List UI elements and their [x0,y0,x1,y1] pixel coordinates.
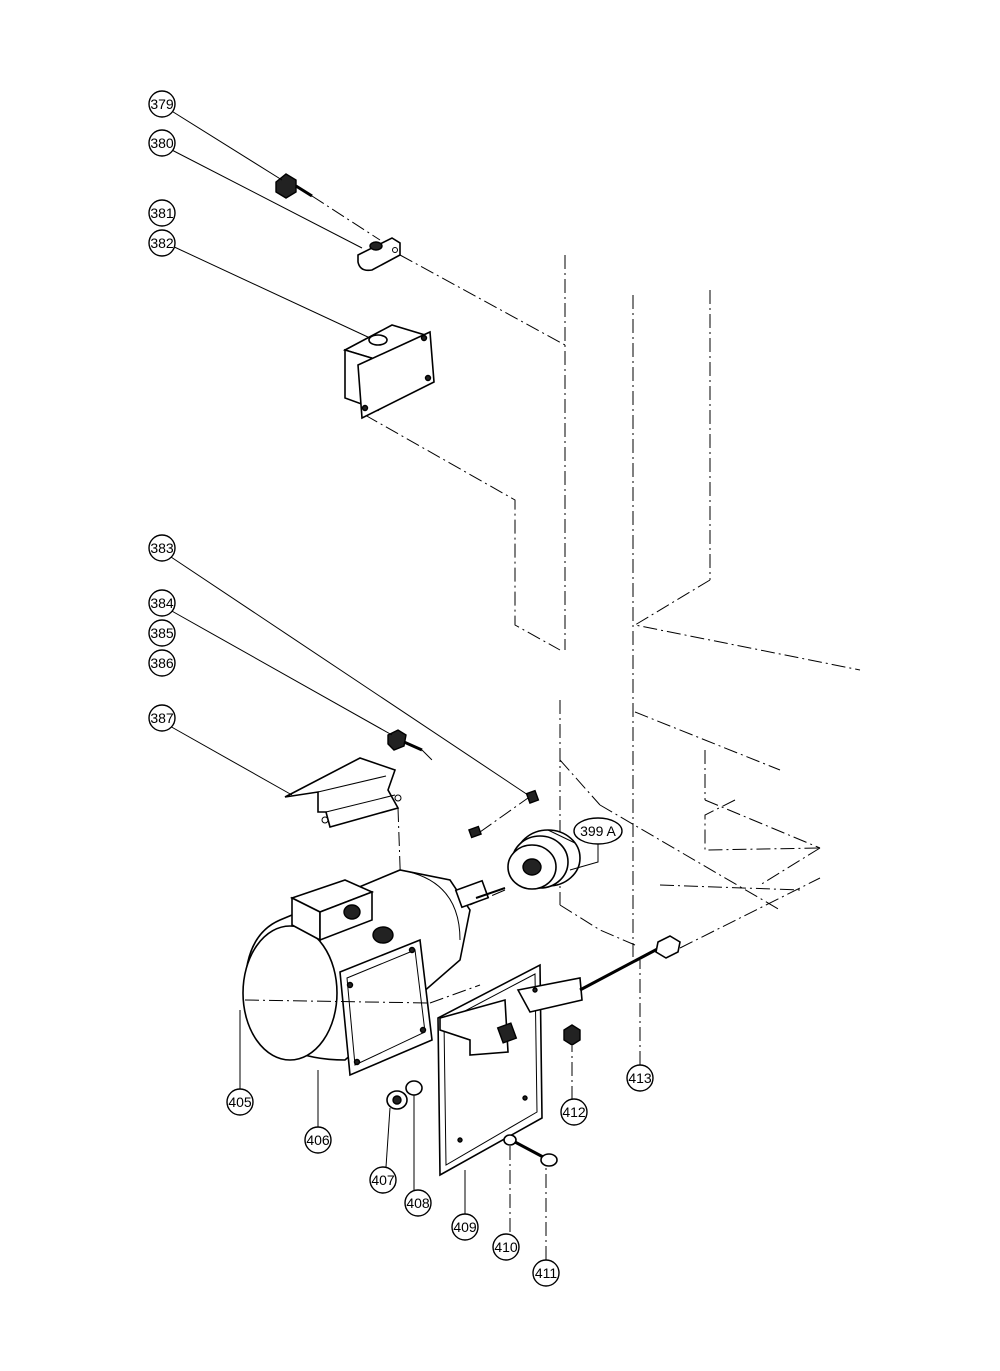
label-399a-text: 399 A [580,823,616,839]
label-379: 379 [148,90,176,118]
label-379-text: 379 [150,96,174,112]
label-384: 384 [148,589,176,617]
cable-gland [372,926,394,944]
gland-408 [405,1080,423,1096]
label-412: 412 [560,1098,588,1126]
pulley-399a [507,829,581,890]
label-382: 382 [148,229,176,257]
label-386-text: 386 [150,655,174,671]
terminal-box-cover-406 [339,938,433,1077]
screw-379 [275,173,313,199]
label-406: 406 [304,1126,332,1154]
set-screw-small [468,825,482,839]
terminal-box-top [289,879,375,942]
label-385: 385 [148,619,176,647]
washer-410 [503,1134,517,1146]
switch-box-381-382 [342,324,435,420]
label-407-text: 407 [371,1172,395,1188]
screw-384 [387,729,423,752]
machine-frame-outline [364,255,861,960]
label-399a: 399 A [573,817,623,845]
label-409-text: 409 [453,1219,477,1235]
label-407: 407 [369,1166,397,1194]
label-409: 409 [451,1213,479,1241]
label-385-text: 385 [150,625,174,641]
nut-412 [563,1024,581,1046]
label-383-text: 383 [150,540,174,556]
bolt-411 [514,1140,558,1167]
label-405-text: 405 [228,1094,252,1110]
leader-lines [165,109,641,1260]
label-413: 413 [626,1064,654,1092]
label-383: 383 [148,534,176,562]
clamp-380 [357,237,401,272]
label-408-text: 408 [406,1195,430,1211]
label-410: 410 [492,1233,520,1261]
label-408: 408 [404,1189,432,1217]
motor-bracket-387 [284,757,402,828]
label-382-text: 382 [150,235,174,251]
label-411: 411 [532,1259,560,1287]
label-406-text: 406 [306,1132,330,1148]
set-screw-383 [525,789,540,804]
label-381: 381 [148,199,176,227]
bolt-413 [579,935,681,992]
label-380-text: 380 [150,135,174,151]
label-410-text: 410 [494,1239,518,1255]
gland-407 [386,1090,408,1110]
label-380: 380 [148,129,176,157]
label-381-text: 381 [150,205,174,221]
label-412-text: 412 [562,1104,586,1120]
label-387-text: 387 [150,710,174,726]
label-405: 405 [226,1088,254,1116]
label-387: 387 [148,704,176,732]
label-386: 386 [148,649,176,677]
label-411-text: 411 [535,1265,558,1281]
label-413-text: 413 [628,1070,652,1086]
label-384-text: 384 [150,595,174,611]
mounting-plate-409 [437,963,583,1177]
